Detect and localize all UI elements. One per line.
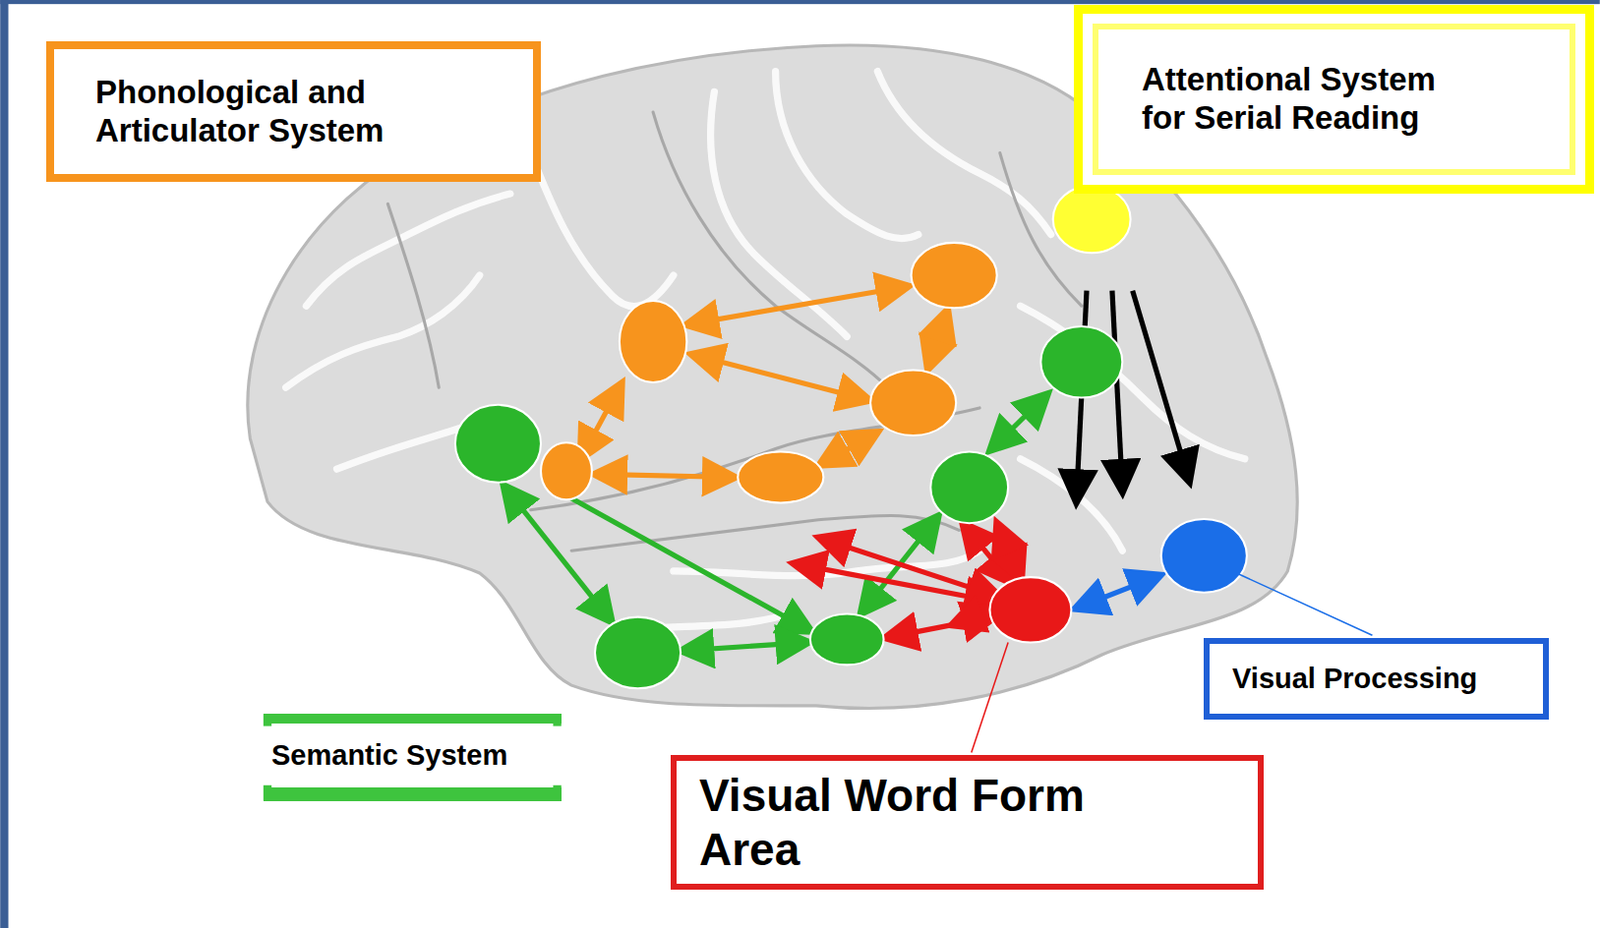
central-sulcus <box>652 112 889 388</box>
system-box: Attentional System for Serial Reading <box>1073 4 1595 194</box>
pathway-arrow <box>998 525 1021 579</box>
gyrus <box>531 153 674 307</box>
brain-region <box>930 452 1008 525</box>
system-label: Visual Word Form Area <box>699 769 1128 877</box>
gyrus <box>337 428 460 470</box>
sulcus <box>387 203 439 388</box>
brain-region <box>594 617 681 690</box>
pathway-arrow <box>582 385 621 458</box>
brain-region <box>870 370 956 436</box>
gyrus <box>305 193 510 306</box>
brain-region <box>989 577 1071 643</box>
gyrus <box>775 71 919 239</box>
pathway-arrow <box>596 474 733 477</box>
system-label: Visual Processing <box>1232 661 1478 696</box>
pathway-arrow <box>1077 576 1159 608</box>
pathway-arrow <box>505 487 611 621</box>
arrow-group <box>505 286 1189 651</box>
gyrus <box>1020 459 1124 551</box>
pathway-arrow <box>694 355 868 401</box>
pathway-arrow <box>688 286 906 324</box>
system-box: Visual Word Form Area <box>670 755 1264 890</box>
system-box: Phonological and Articulator System <box>46 41 541 182</box>
pathway-arrow <box>888 617 994 639</box>
brain-region <box>1053 185 1131 253</box>
pathway-arrow <box>821 433 876 465</box>
region-group <box>455 185 1247 689</box>
system-box: Visual Processing <box>1203 638 1549 720</box>
leader-line <box>971 643 1008 754</box>
bracket-stubs <box>263 713 562 801</box>
brain-region <box>911 242 998 308</box>
system-label: Phonological and Articulator System <box>95 73 504 151</box>
brain-region <box>455 405 541 483</box>
pathway-arrow <box>1112 291 1123 490</box>
leader-line <box>1236 573 1372 636</box>
system-label: Attentional System for Serial Reading <box>1141 60 1479 138</box>
system-label: Semantic System <box>271 738 508 772</box>
slide-frame <box>0 0 8 928</box>
gyrus <box>877 71 1051 236</box>
gyrus <box>1020 305 1245 460</box>
slide-frame <box>0 0 1600 4</box>
brain-region <box>619 300 687 383</box>
brain-region <box>737 452 824 504</box>
pathway-arrow <box>795 564 995 602</box>
brain-region <box>1161 519 1247 593</box>
pathway-arrow <box>992 395 1047 449</box>
system-bracket: Semantic System <box>263 713 562 802</box>
pathway-arrow <box>953 609 993 625</box>
pathway-arrow <box>683 643 806 652</box>
brain-region <box>540 442 593 500</box>
pathway-arrow <box>1132 291 1189 480</box>
pathway-arrow <box>928 311 948 367</box>
brain-region <box>1040 326 1123 399</box>
gyrus <box>286 275 480 388</box>
pathway-arrow <box>821 538 998 597</box>
pathway-arrow <box>559 491 810 631</box>
brain-region <box>810 613 885 665</box>
